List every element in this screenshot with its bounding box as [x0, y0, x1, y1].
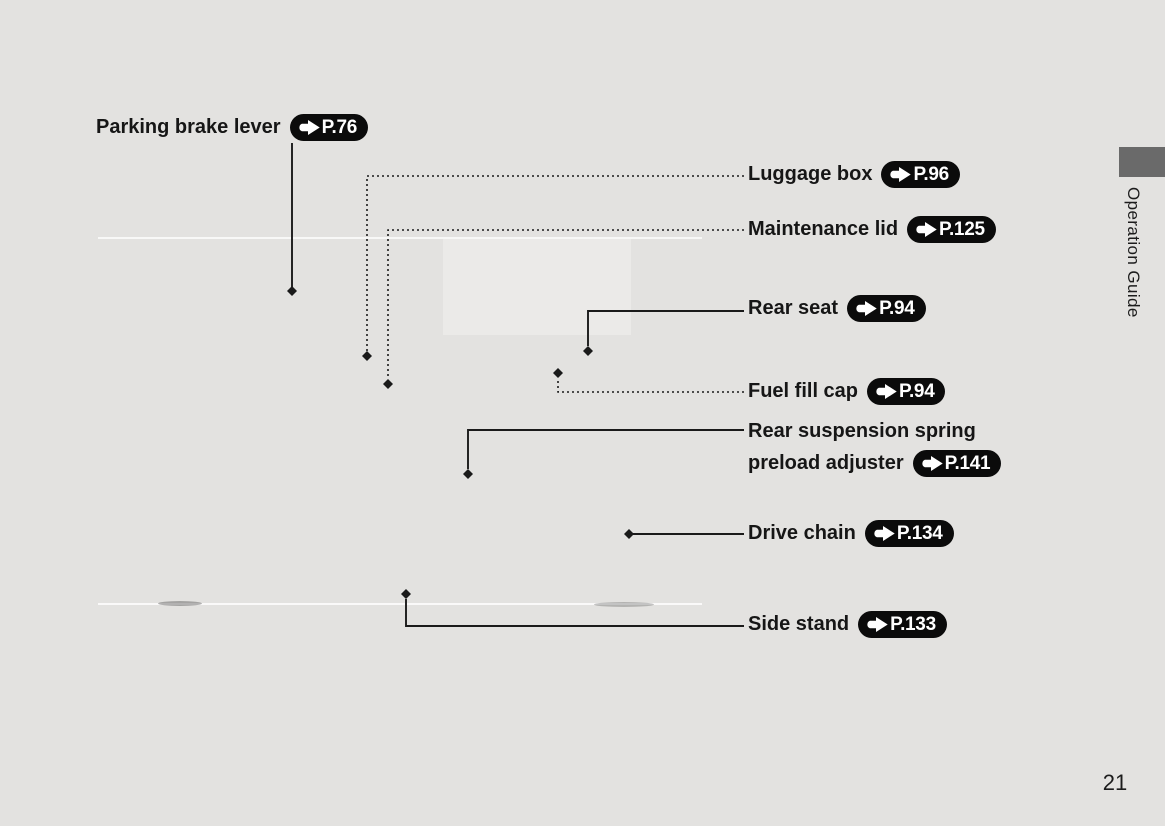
arrow-right-icon	[867, 616, 888, 632]
arrow-right-icon	[921, 455, 943, 471]
callout-side-stand: Side stand P.133	[748, 610, 947, 638]
page-ref-text: P.134	[896, 522, 943, 544]
page-ref-badge[interactable]: P.125	[907, 215, 996, 243]
callout-label: Luggage box	[748, 163, 873, 185]
page-ref-badge[interactable]: P.141	[912, 449, 1002, 477]
page-ref-badge[interactable]: P.94	[867, 377, 946, 405]
callout-fuel-fill-cap: Fuel fill cap P.94	[748, 377, 946, 405]
page-ref-text: P.96	[913, 163, 949, 185]
page-ref-badge[interactable]: P.94	[847, 294, 926, 322]
callout-label: Rear seat	[748, 297, 839, 319]
leader-line-luggage-box	[366, 175, 744, 351]
leader-marker-maintenance-lid	[383, 379, 393, 389]
page-ref-text: P.133	[890, 613, 936, 635]
arrow-right-icon	[890, 166, 912, 182]
callout-maintenance-lid: Maintenance lid P.125	[748, 215, 996, 243]
callout-rear-seat: Rear seat P.94	[748, 294, 926, 322]
callout-label-line2: preload adjuster	[748, 452, 904, 474]
leader-line-fuel-fill-cap	[557, 378, 744, 393]
page-number: 21	[1102, 770, 1128, 795]
leader-line-maintenance-lid	[387, 229, 744, 379]
callout-label: Side stand	[748, 613, 850, 635]
callout-label-line1: Rear suspension spring	[748, 420, 976, 442]
callout-rear-suspension-spring-preload-adjuster: Rear suspension spring preload adjuster …	[748, 417, 1002, 477]
callout-label: Drive chain	[748, 522, 856, 544]
callout-label: Fuel fill cap	[748, 380, 859, 402]
section-title-vertical: Operation Guide	[1124, 187, 1143, 318]
callout-luggage-box: Luggage box P.96	[748, 160, 960, 188]
callout-label: Parking brake lever	[96, 116, 281, 138]
page-ref-badge[interactable]: P.76	[289, 113, 368, 141]
leader-marker-rear-suspension-spring-preload-adjuster	[463, 469, 473, 479]
section-tab-marker	[1119, 147, 1165, 177]
leader-marker-drive-chain	[624, 529, 634, 539]
leader-marker-luggage-box	[362, 351, 372, 361]
arrow-right-icon	[874, 525, 895, 541]
page-ref-badge[interactable]: P.134	[864, 519, 954, 547]
callout-parking-brake-lever: Parking brake lever P.76	[96, 113, 368, 141]
arrow-right-icon	[876, 383, 897, 399]
leader-marker-side-stand	[401, 589, 411, 599]
page-ref-text: P.94	[899, 380, 935, 402]
arrow-right-icon	[298, 119, 320, 135]
arrow-right-icon	[916, 221, 937, 237]
leader-line-side-stand	[405, 599, 744, 627]
page-ref-badge[interactable]: P.96	[881, 160, 960, 188]
callout-drive-chain: Drive chain P.134	[748, 519, 954, 547]
arrow-right-icon	[856, 300, 877, 316]
page-ref-badge[interactable]: P.133	[858, 610, 947, 638]
page-ref-text: P.125	[939, 218, 985, 240]
leader-line-rear-seat	[587, 310, 744, 346]
page-ref-text: P.94	[879, 297, 915, 319]
page-ref-text: P.76	[321, 116, 358, 138]
leader-marker-rear-seat	[583, 346, 593, 356]
page-ref-text: P.141	[944, 452, 991, 474]
leader-line-rear-suspension-spring-preload-adjuster	[467, 429, 744, 469]
callout-label: Maintenance lid	[748, 218, 899, 240]
leader-marker-parking-brake-lever	[287, 286, 297, 296]
leader-marker-fuel-fill-cap	[553, 368, 563, 378]
